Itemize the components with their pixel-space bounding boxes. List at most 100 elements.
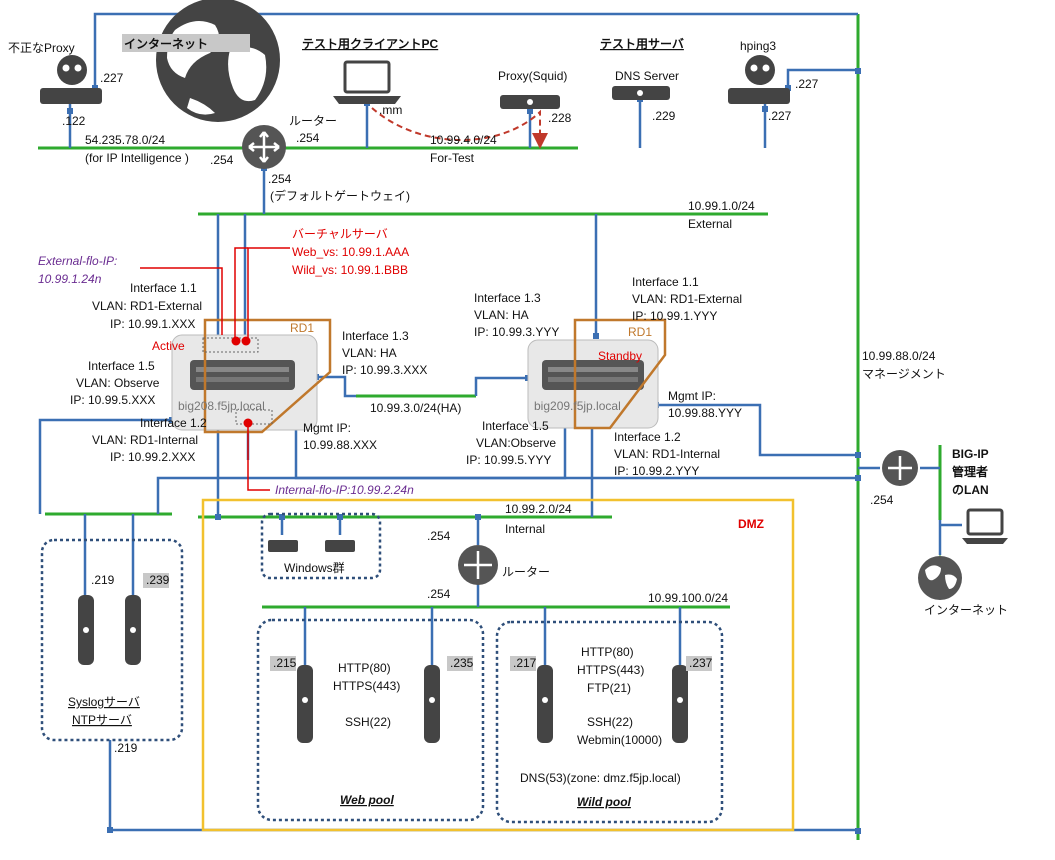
wild-pool-group (495, 620, 724, 824)
windows-group (260, 512, 382, 580)
active-label: Active (152, 339, 185, 353)
svg-text:Internal-flo-IP:10.99.2.24n: Internal-flo-IP:10.99.2.24n (275, 483, 414, 497)
router-top-label: ルーター (289, 114, 337, 128)
web-pool-label: Web pool (340, 793, 394, 807)
proxy-squid-label: Proxy(Squid) (498, 69, 567, 83)
svg-text:.229: .229 (652, 109, 676, 123)
svg-text:Mgmt IP:: Mgmt IP: (668, 389, 716, 403)
big209-hostname: big209.f5jp.local (534, 399, 621, 413)
big208-device (171, 318, 332, 434)
svg-text:10.99.1.24n: 10.99.1.24n (38, 272, 102, 286)
syslog-group (40, 538, 184, 742)
svg-text:External: External (688, 217, 732, 231)
syslog-label: Syslogサーバ (68, 695, 140, 709)
svg-text:IP: 10.99.5.YYY: IP: 10.99.5.YYY (466, 453, 551, 467)
admin-laptop-icon (962, 508, 1008, 544)
internet-small-globe-icon (918, 556, 962, 600)
big208-hostname: big208.f5jp.local (178, 399, 265, 413)
dmz-label: DMZ (738, 517, 764, 531)
svg-text:For-Test: For-Test (430, 151, 475, 165)
svg-text:IP: 10.99.5.XXX: IP: 10.99.5.XXX (70, 393, 155, 407)
floating-ip-markers (140, 247, 290, 491)
skull-hping-icon (728, 55, 790, 104)
svg-text:.219: .219 (91, 573, 115, 587)
svg-text:Mgmt IP:: Mgmt IP: (303, 421, 351, 435)
svg-text:External-flo-IP:: External-flo-IP: (38, 254, 117, 268)
svg-text:VLAN: HA: VLAN: HA (342, 346, 397, 360)
internet-globe-icon (156, 0, 280, 122)
svg-text:SSH(22): SSH(22) (345, 715, 391, 729)
web-pool-group (256, 618, 485, 822)
router-top-icon (242, 125, 286, 169)
big209-device (527, 318, 667, 430)
address-highlights (122, 34, 712, 671)
svg-text:Wild_vs: 10.99.1.BBB: Wild_vs: 10.99.1.BBB (292, 263, 408, 277)
svg-text:FTP(21): FTP(21) (587, 681, 631, 695)
svg-text:10.99.1.0/24: 10.99.1.0/24 (688, 199, 755, 213)
svg-text:54.235.78.0/24: 54.235.78.0/24 (85, 133, 165, 147)
svg-text:.227: .227 (100, 71, 124, 85)
svg-text:Web_vs: 10.99.1.AAA: Web_vs: 10.99.1.AAA (292, 245, 409, 259)
router-mgmt-icon (882, 450, 918, 486)
labels: 不正なProxy インターネット テスト用クライアントPC テスト用サーバ hp… (8, 37, 1008, 809)
hping-label: hping3 (740, 39, 776, 53)
svg-text:.228: .228 (548, 111, 572, 125)
svg-text:.254: .254 (427, 529, 451, 543)
svg-text:VLAN: RD1-Internal: VLAN: RD1-Internal (614, 447, 720, 461)
svg-text:RD1: RD1 (628, 325, 652, 339)
svg-text:(デフォルトゲートウェイ): (デフォルトゲートウェイ) (270, 188, 410, 203)
svg-text:10.99.88.XXX: 10.99.88.XXX (303, 438, 377, 452)
svg-text:Interface 1.1: Interface 1.1 (632, 275, 699, 289)
router-dmz-label: ルーター (502, 565, 550, 579)
svg-text:Interface 1.2: Interface 1.2 (614, 430, 681, 444)
svg-text:10.99.88.0/24: 10.99.88.0/24 (862, 349, 936, 363)
links (38, 12, 962, 832)
svg-text:.254: .254 (210, 153, 234, 167)
svg-text:.219: .219 (114, 741, 138, 755)
svg-text:IP: 10.99.3.XXX: IP: 10.99.3.XXX (342, 363, 427, 377)
svg-text:Interface 1.1: Interface 1.1 (130, 281, 197, 295)
virtual-server-label: バーチャルサーバ (292, 227, 388, 241)
svg-text:Interface 1.3: Interface 1.3 (342, 329, 409, 343)
svg-text:.122: .122 (62, 114, 86, 128)
svg-text:10.99.2.0/24: 10.99.2.0/24 (505, 502, 572, 516)
svg-text:IP: 10.99.1.XXX: IP: 10.99.1.XXX (110, 317, 195, 331)
svg-text:.227: .227 (795, 77, 819, 91)
svg-text:.254: .254 (427, 587, 451, 601)
svg-text:.254: .254 (870, 493, 894, 507)
svg-text:.254: .254 (268, 172, 292, 186)
svg-text:RD1: RD1 (290, 321, 314, 335)
dmz-zone (201, 498, 795, 832)
svg-text:.mm: .mm (379, 103, 402, 117)
svg-text:インターネット: インターネット (924, 603, 1008, 617)
svg-text:10.99.3.0/24(HA): 10.99.3.0/24(HA) (370, 401, 461, 415)
windows-label: Windows群 (284, 561, 345, 575)
svg-text:マネージメント: マネージメント (862, 367, 946, 381)
svg-text:SSH(22): SSH(22) (587, 715, 633, 729)
router-dmz-icon (458, 545, 498, 585)
svg-text:DNS(53)(zone: dmz.f5jp.local): DNS(53)(zone: dmz.f5jp.local) (520, 771, 681, 785)
svg-text:.237: .237 (689, 656, 713, 670)
svg-text:10.99.4.0/24: 10.99.4.0/24 (430, 133, 497, 147)
svg-text:HTTP(80): HTTP(80) (581, 645, 634, 659)
skull-rogue-proxy-icon (40, 55, 102, 104)
svg-text:10.99.100.0/24: 10.99.100.0/24 (648, 591, 728, 605)
test-client-label: テスト用クライアントPC (302, 37, 439, 51)
svg-text:IP: 10.99.3.YYY: IP: 10.99.3.YYY (474, 325, 559, 339)
svg-text:.227: .227 (768, 109, 792, 123)
svg-text:IP: 10.99.2.YYY: IP: 10.99.2.YYY (614, 464, 699, 478)
dns-server-label: DNS Server (615, 69, 679, 83)
svg-text:VLAN: Observe: VLAN: Observe (76, 376, 160, 390)
svg-text:Interface 1.5: Interface 1.5 (88, 359, 155, 373)
wild-pool-label: Wild pool (577, 795, 632, 809)
svg-text:VLAN: RD1-External: VLAN: RD1-External (92, 299, 202, 313)
svg-text:IP: 10.99.1.YYY: IP: 10.99.1.YYY (632, 309, 717, 323)
svg-text:BIG-IP: BIG-IP (952, 447, 989, 461)
ntp-label: NTPサーバ (72, 713, 132, 727)
svg-text:.254: .254 (296, 131, 320, 145)
svg-text:HTTPS(443): HTTPS(443) (577, 663, 644, 677)
svg-text:.239: .239 (146, 573, 170, 587)
svg-text:Internal: Internal (505, 522, 545, 536)
test-server-label: テスト用サーバ (600, 37, 684, 51)
svg-text:.217: .217 (513, 656, 537, 670)
